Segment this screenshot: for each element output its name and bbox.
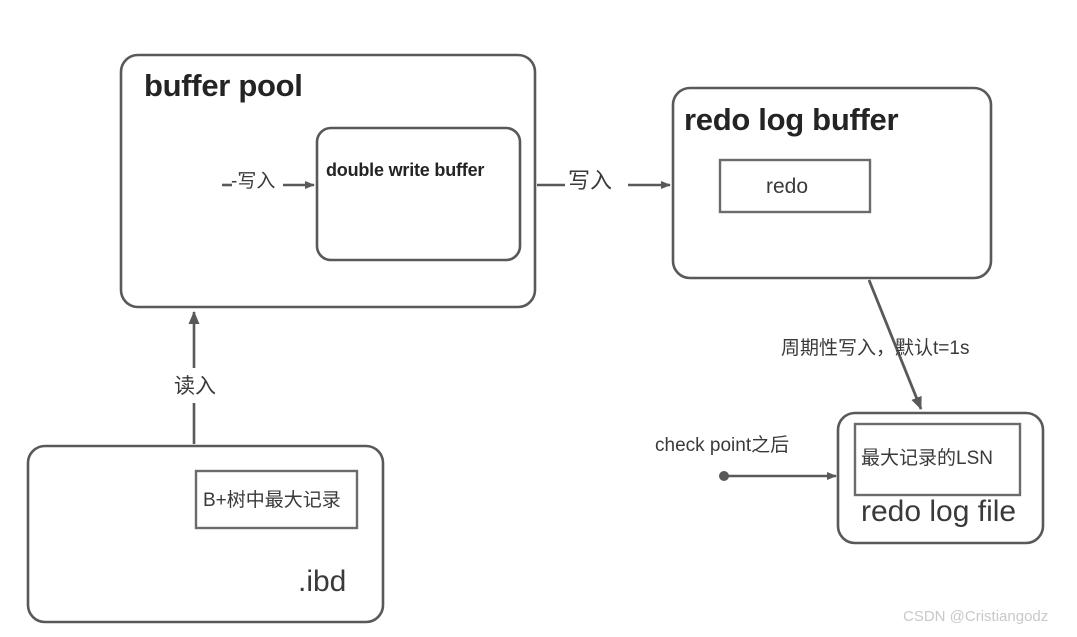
btree-max-record-box <box>194 469 359 530</box>
double-write-buffer-box <box>315 126 522 262</box>
btree-max-record-label: B+树中最大记录 <box>203 490 341 511</box>
double-write-buffer-title: double write buffer <box>326 160 485 180</box>
edge-label-read-in: 读入 <box>174 375 216 398</box>
edge-label-checkpoint: check point之后 <box>655 435 790 456</box>
buffer-pool-box <box>119 53 537 309</box>
edge-label-write-to-redo-buffer: 写入 <box>568 168 613 193</box>
redo-log-file-title: redo log file <box>861 495 1017 528</box>
max-lsn-box <box>853 422 1022 497</box>
redo-box <box>718 158 872 214</box>
redo-log-buffer-box <box>671 86 993 280</box>
ibd-file-title: .ibd <box>298 565 347 598</box>
redo-log-file-box <box>836 411 1045 545</box>
max-lsn-label: 最大记录的LSN <box>861 448 993 469</box>
edge-label-periodic-flush: 周期性写入，默认t=1s <box>781 338 970 359</box>
edge-label-write-to-dwb: -写入 <box>231 171 276 192</box>
redo-log-buffer-title: redo log buffer <box>684 102 899 137</box>
periodic-flush-arrow <box>867 279 923 410</box>
watermark: CSDN @Cristiangodz <box>903 608 1049 625</box>
ibd-file-box <box>26 444 385 624</box>
redo-label: redo <box>766 175 809 198</box>
buffer-pool-title: buffer pool <box>144 68 303 103</box>
